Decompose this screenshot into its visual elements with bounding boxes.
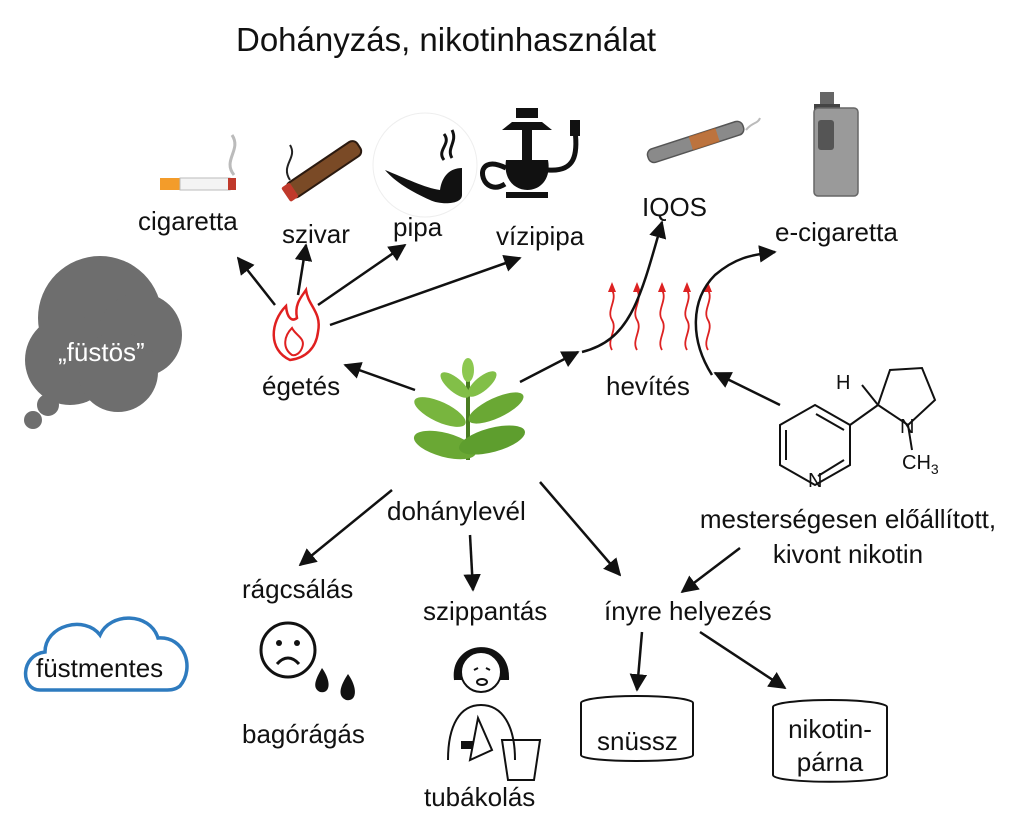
label-snus: snüssz xyxy=(597,726,678,756)
label-pipe: pipa xyxy=(393,212,443,242)
tobacco-plant-icon xyxy=(413,358,525,460)
label-cigarette: cigaretta xyxy=(138,206,238,236)
snus-can-icon xyxy=(580,695,694,762)
label-nicotine-n-ring: N xyxy=(808,470,823,492)
label-nicotine-h: H xyxy=(836,372,851,394)
synthetic-nicotine-line1: mesterségesen előállított, xyxy=(699,504,997,534)
arrow-heating-ecig xyxy=(694,245,777,376)
label-iqos: IQOS xyxy=(642,192,708,222)
label-ecigarette: e-cigaretta xyxy=(775,217,898,247)
label-synthetic-nicotine: mesterségesen előállított, kivont nikoti… xyxy=(678,505,1018,568)
label-chewing-tobacco: bagórágás xyxy=(242,719,365,749)
iqos-device-icon xyxy=(646,117,761,164)
arrow-gum-pouch xyxy=(699,630,787,690)
label-tobacco-leaf: dohánylevél xyxy=(387,496,526,526)
arrow-leaf-chewing xyxy=(298,489,393,567)
label-nicotine-n-methyl: N xyxy=(900,416,915,438)
arrows xyxy=(236,220,787,692)
arrow-leaf-gum xyxy=(539,481,622,577)
clean-cloud-icon xyxy=(23,616,189,692)
cigarette-icon xyxy=(160,134,237,191)
sad-face-icon xyxy=(259,621,355,701)
nicotine-pouch-line2: párna xyxy=(796,746,864,777)
methyl-subscript: 3 xyxy=(930,461,939,477)
nicotine-molecule-icon xyxy=(779,366,937,487)
arrow-flame-waterpipe xyxy=(329,254,522,327)
pipe-icon xyxy=(372,112,478,218)
arrow-heating-iqos xyxy=(581,220,667,354)
flame-icon xyxy=(272,286,320,362)
arrow-nicotine-heating xyxy=(713,371,781,407)
label-waterpipe: vízipipa xyxy=(496,221,585,251)
label-chewing: rágcsálás xyxy=(242,574,354,604)
synthetic-nicotine-line2: kivont nikotin xyxy=(772,538,924,569)
arrow-flame-cigar xyxy=(294,243,313,296)
label-cigar: szivar xyxy=(282,219,350,249)
nicotine-pouch-can-icon xyxy=(772,699,888,783)
sneezing-person-icon xyxy=(447,647,542,781)
label-burning: égetés xyxy=(262,371,341,401)
label-snuff: tubákolás xyxy=(424,782,536,812)
methyl-text: CH xyxy=(902,452,931,474)
label-smoky: „füstös” xyxy=(58,337,145,367)
label-nicotine-methyl: CH3 xyxy=(902,452,939,477)
diagram-title: Dohányzás, nikotinhasználat xyxy=(236,21,657,58)
arrow-flame-cigarette xyxy=(236,256,276,306)
arrow-leaf-snuffing xyxy=(463,534,481,592)
arrow-gum-snus xyxy=(629,631,648,692)
label-nicotine-pouch: nikotin- párna xyxy=(775,715,885,776)
arrow-flame-pipe xyxy=(317,243,407,307)
label-smokeless: füstmentes xyxy=(36,653,164,683)
cigar-icon xyxy=(281,140,363,202)
arrow-leaf-heating xyxy=(519,350,580,384)
smoke-cloud-icon xyxy=(24,256,182,429)
arrow-nicotine-gum xyxy=(680,547,741,594)
label-snuffing: szippantás xyxy=(423,596,548,626)
hookah-icon xyxy=(480,108,580,198)
ecigarette-device-icon xyxy=(813,92,859,197)
label-gum-placement: ínyre helyezés xyxy=(604,596,772,626)
arrow-leaf-burning xyxy=(343,362,416,392)
nicotine-pouch-line1: nikotin- xyxy=(788,714,872,744)
heat-waves-icon xyxy=(608,282,712,351)
label-heating: hevítés xyxy=(606,371,690,401)
